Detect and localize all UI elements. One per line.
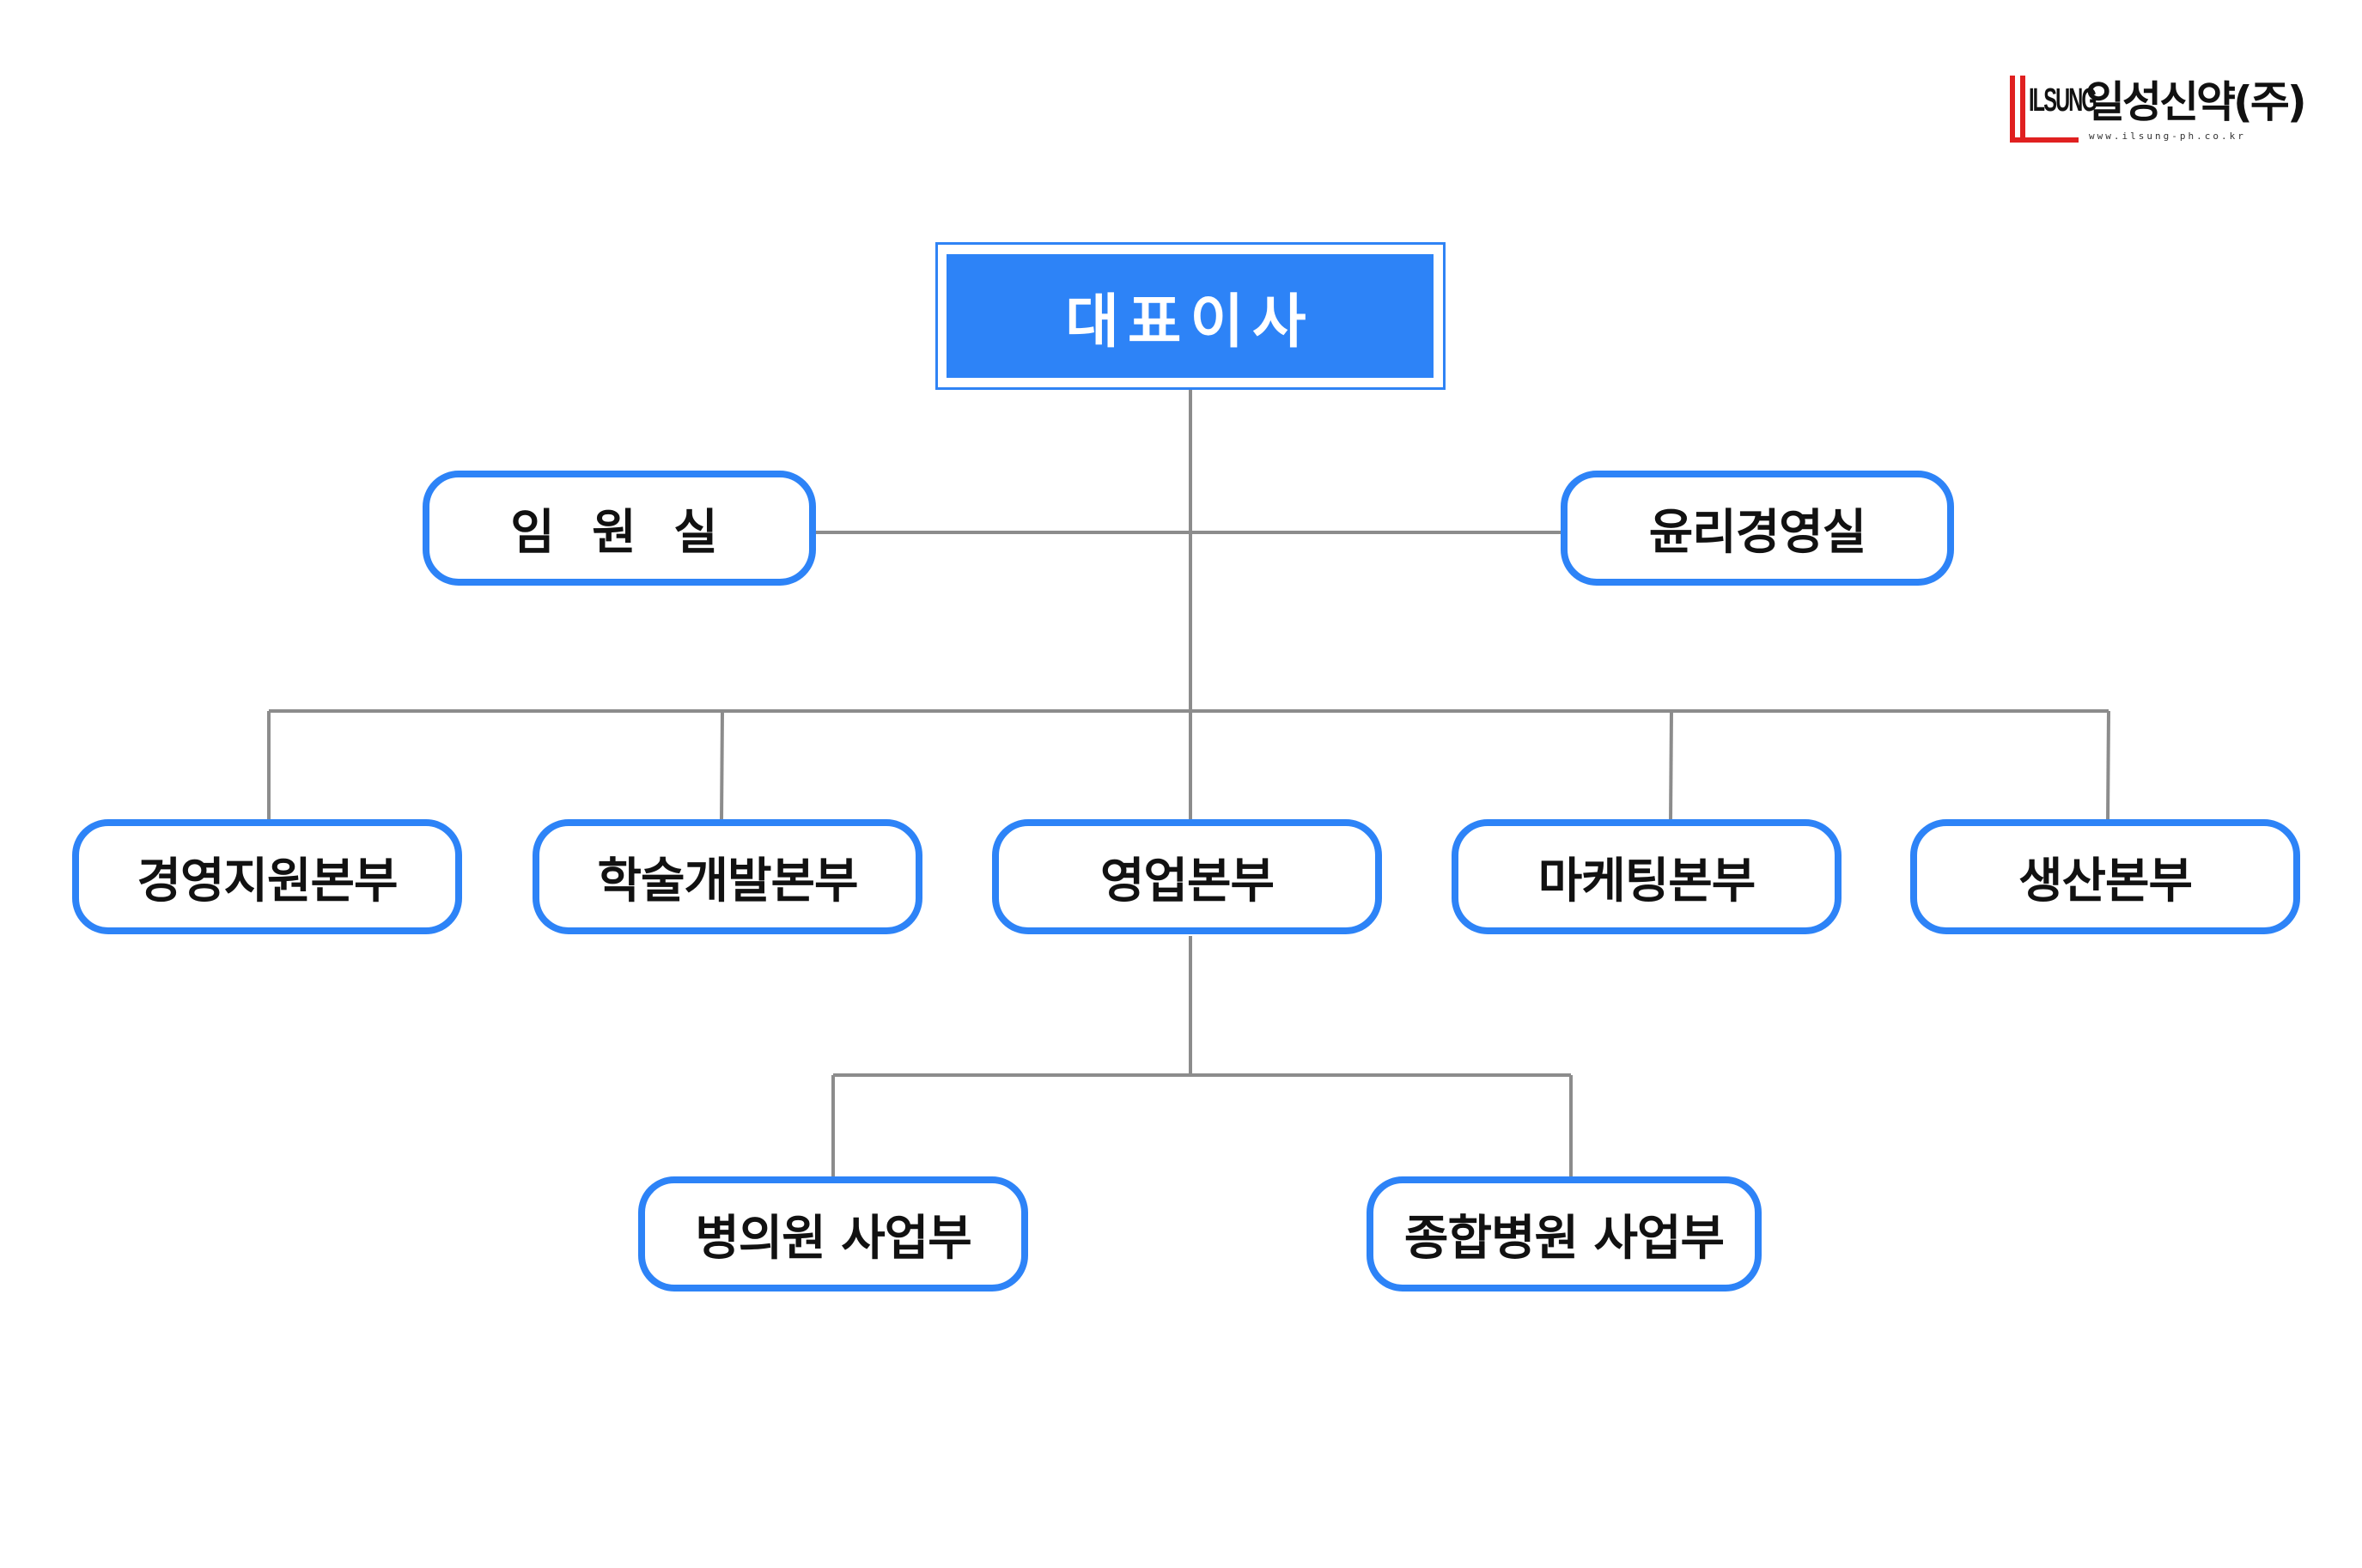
division-box-academic-development: 학술개발본부	[533, 819, 922, 934]
connector-division-5	[2106, 710, 2110, 824]
division-box-production: 생산본부	[1910, 819, 2300, 934]
logo-url: www.ilsung-ph.co.kr	[2089, 131, 2246, 142]
unit-box-general-hospital-business: 종합병원 사업부	[1367, 1176, 1762, 1291]
company-logo: ILSUNG 일성신약(주) www.ilsung-ph.co.kr	[2010, 76, 2307, 144]
staff-box-executive-office: 임 원 실	[423, 471, 816, 586]
division-box-sales: 영업본부	[992, 819, 1382, 934]
logo-company-name: 일성신약(주)	[2085, 77, 2307, 127]
division-box-marketing: 마케팅본부	[1452, 819, 1842, 934]
logo-mark-icon: ILSUNG	[2010, 76, 2097, 143]
division-box-management-support: 경영지원본부	[72, 819, 462, 934]
ceo-box: 대표이사	[947, 254, 1434, 378]
staff-box-ethics-office: 윤리경영실	[1561, 471, 1954, 586]
connector-division-2	[720, 710, 724, 824]
unit-box-clinic-business: 병의원 사업부	[638, 1176, 1028, 1291]
